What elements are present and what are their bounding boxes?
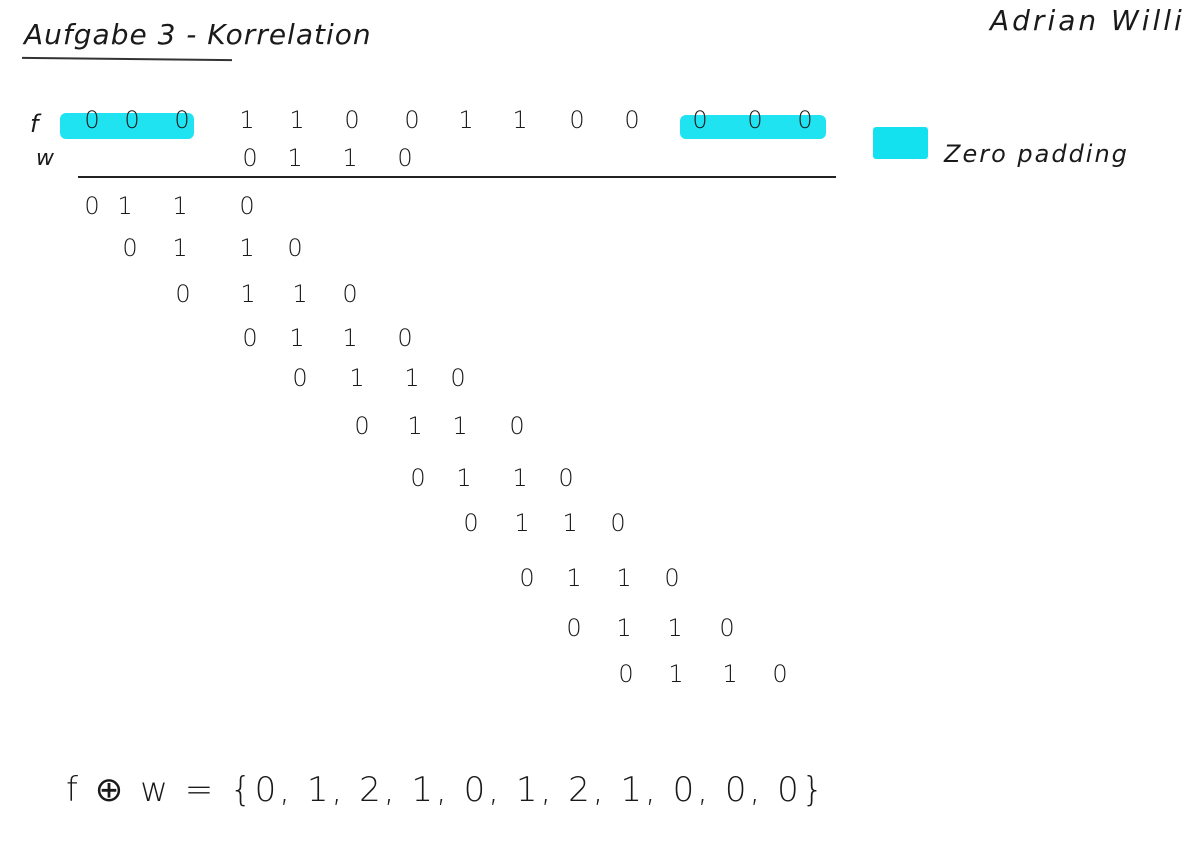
- f-value: 1: [239, 106, 255, 134]
- shift-row-6-value: 1: [407, 412, 423, 440]
- f-value: 0: [624, 106, 640, 134]
- separator-line: [78, 176, 836, 178]
- shift-row-1-value: 1: [172, 192, 188, 220]
- shift-row-4-value: 0: [242, 324, 258, 352]
- shift-row-7-value: 0: [558, 464, 574, 492]
- shift-row-3-value: 1: [240, 280, 256, 308]
- f-value: 0: [797, 106, 813, 134]
- legend-swatch: [873, 127, 928, 159]
- shift-row-8-value: 1: [514, 509, 530, 537]
- shift-row-11-value: 0: [618, 660, 634, 688]
- shift-row-3-value: 0: [175, 280, 191, 308]
- shift-row-3-value: 0: [342, 280, 358, 308]
- shift-row-7-value: 0: [410, 464, 426, 492]
- shift-row-9-value: 1: [616, 564, 632, 592]
- shift-row-5-value: 1: [404, 364, 420, 392]
- f-value: 0: [344, 106, 360, 134]
- shift-row-4-value: 1: [289, 324, 305, 352]
- shift-row-11-value: 1: [668, 660, 684, 688]
- shift-row-1-value: 1: [117, 192, 133, 220]
- f-value: 0: [692, 106, 708, 134]
- shift-row-9-value: 1: [566, 564, 582, 592]
- f-value: 1: [512, 106, 528, 134]
- zero-padding-highlight-left: [60, 113, 194, 139]
- w-value: 1: [287, 144, 303, 172]
- f-value: 0: [124, 106, 140, 134]
- shift-row-2-value: 0: [287, 234, 303, 262]
- shift-row-6-value: 0: [354, 412, 370, 440]
- shift-row-8-value: 0: [463, 509, 479, 537]
- page-title: Aufgabe 3 - Korrelation: [24, 18, 372, 51]
- shift-row-6-value: 1: [452, 412, 468, 440]
- shift-row-3-value: 1: [292, 280, 308, 308]
- shift-row-5-value: 0: [292, 364, 308, 392]
- shift-row-4-value: 1: [342, 324, 358, 352]
- zero-padding-highlight-right: [680, 115, 826, 139]
- shift-row-8-value: 0: [610, 509, 626, 537]
- shift-row-9-value: 0: [519, 564, 535, 592]
- shift-row-2-value: 0: [122, 234, 138, 262]
- w-value: 0: [397, 144, 413, 172]
- shift-row-10-value: 1: [616, 614, 632, 642]
- title-underline: [21, 56, 233, 62]
- shift-row-6-value: 0: [509, 412, 525, 440]
- shift-row-1-value: 0: [239, 192, 255, 220]
- shift-row-11-value: 1: [722, 660, 738, 688]
- shift-row-7-value: 1: [512, 464, 528, 492]
- shift-row-5-value: 1: [349, 364, 365, 392]
- shift-row-8-value: 1: [562, 509, 578, 537]
- shift-row-2-value: 1: [239, 234, 255, 262]
- f-value: 0: [174, 106, 190, 134]
- f-value: 1: [289, 106, 305, 134]
- label-w: w: [36, 146, 54, 171]
- legend-text: Zero padding: [944, 140, 1129, 168]
- f-value: 0: [84, 106, 100, 134]
- shift-row-2-value: 1: [172, 234, 188, 262]
- f-value: 0: [569, 106, 585, 134]
- shift-row-10-value: 0: [719, 614, 735, 642]
- shift-row-5-value: 0: [450, 364, 466, 392]
- f-value: 1: [458, 106, 474, 134]
- w-value: 0: [242, 144, 258, 172]
- result-equation: f ⊕ w = {0, 1, 2, 1, 0, 1, 2, 1, 0, 0, 0…: [66, 770, 827, 810]
- shift-row-10-value: 1: [667, 614, 683, 642]
- shift-row-11-value: 0: [772, 660, 788, 688]
- shift-row-9-value: 0: [664, 564, 680, 592]
- shift-row-7-value: 1: [456, 464, 472, 492]
- label-f: f: [30, 110, 39, 138]
- author-name: Adrian Willi: [990, 4, 1185, 37]
- shift-row-10-value: 0: [566, 614, 582, 642]
- shift-row-4-value: 0: [397, 324, 413, 352]
- f-value: 0: [404, 106, 420, 134]
- w-value: 1: [342, 144, 358, 172]
- shift-row-1-value: 0: [84, 192, 100, 220]
- f-value: 0: [747, 106, 763, 134]
